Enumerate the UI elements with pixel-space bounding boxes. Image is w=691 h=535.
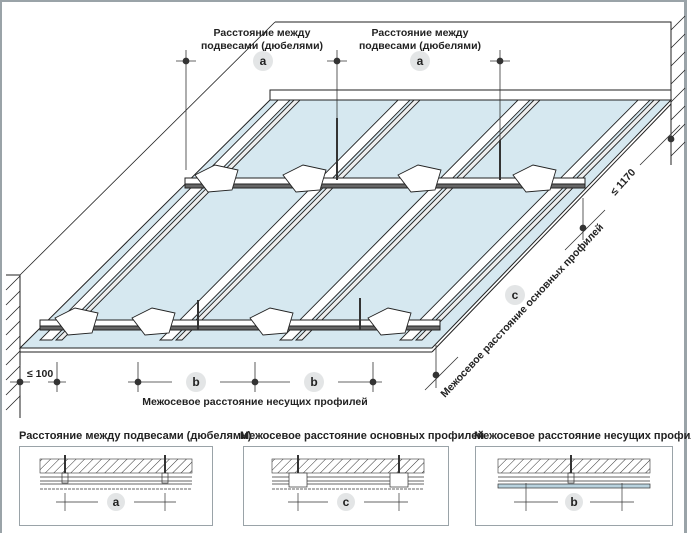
- detail-title-a: Расстояние между подвесами (дюбелями): [19, 430, 252, 442]
- marker-b-2: b: [310, 375, 317, 389]
- detail-panel-c: c: [243, 446, 449, 526]
- marker-b-bg: [186, 372, 206, 392]
- edge-distance-label: ≤ 100: [27, 368, 53, 380]
- right-dimension: [424, 124, 681, 391]
- top-label-1-line2: подвесами (дюбелями): [201, 40, 323, 52]
- marker-a-1: a: [260, 54, 267, 68]
- carrying-profiles: [39, 177, 586, 331]
- top-label-2-line1: Расстояние между: [372, 27, 469, 39]
- right-wall: [275, 15, 686, 165]
- marker-a-bg: [410, 51, 430, 71]
- detail-marker-c: c: [343, 495, 350, 509]
- marker-c: c: [512, 288, 519, 302]
- max-spacing-label: ≤ 1170: [608, 166, 638, 198]
- marker-b-1: b: [192, 375, 199, 389]
- detail-title-c: Межосевое расстояние основных профилей: [240, 430, 485, 442]
- top-label-1-line1: Расстояние между: [214, 27, 311, 39]
- hangers: [197, 118, 501, 330]
- detail-marker-a: a: [113, 495, 120, 509]
- marker-a-2: a: [417, 54, 424, 68]
- carrying-profile-caption: Межосевое расстояние несущих профилей: [142, 396, 367, 408]
- top-label-2-line2: подвесами (дюбелями): [359, 40, 481, 52]
- detail-title-b: Межосевое расстояние несущих профилей: [474, 430, 691, 442]
- detail-panel-a: a: [19, 446, 213, 526]
- detail-panel-b: b: [475, 446, 673, 526]
- main-profiles: [38, 89, 672, 341]
- gypsum-board-plane: [18, 99, 673, 349]
- top-dimension: [176, 50, 510, 170]
- connector-clips: [54, 164, 557, 336]
- marker-b-bg: [304, 372, 324, 392]
- detail-marker-b: b: [570, 495, 577, 509]
- marker-a-bg: [253, 51, 273, 71]
- bottom-dimension: [10, 362, 382, 395]
- marker-c-bg: [505, 285, 525, 305]
- top-rail: [269, 89, 672, 101]
